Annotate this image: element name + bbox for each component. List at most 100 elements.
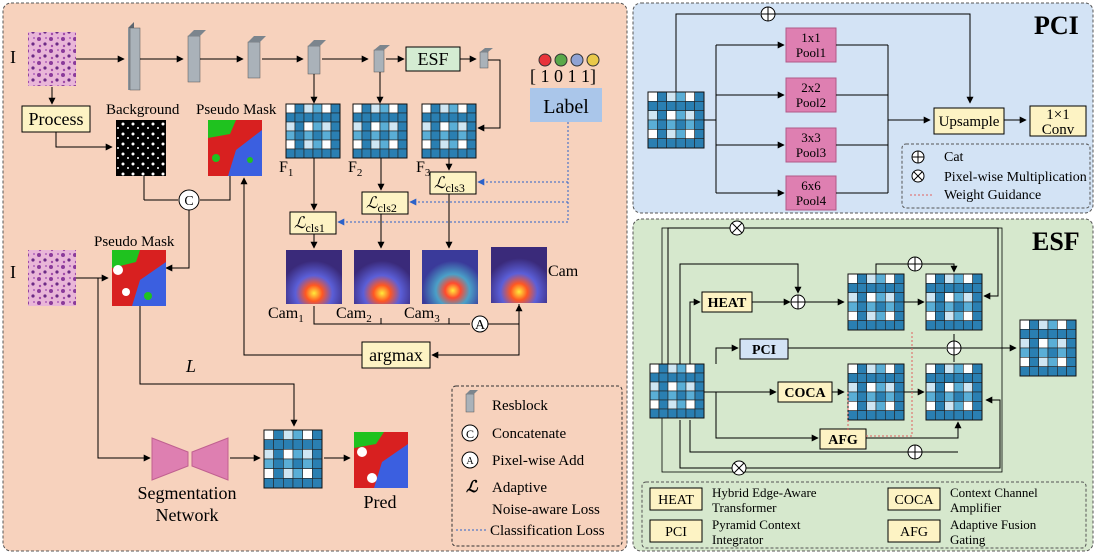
pool-name-1: Pool1 (796, 45, 826, 60)
background-label: Background (106, 102, 180, 118)
argmax-box (361, 341, 431, 369)
esf-legend-box-pci (649, 519, 703, 543)
legend-adaptive: Adaptive (492, 480, 547, 496)
esf-box-label: ESF (417, 49, 448, 69)
esf-input-map (649, 363, 705, 419)
pool-box-2 (785, 77, 837, 113)
upsample-box (933, 107, 1005, 135)
resblock-4 (307, 40, 326, 75)
process-box (21, 105, 91, 133)
cam1-label: Cam1 (268, 305, 304, 325)
esf-pci-label: PCI (752, 343, 776, 358)
lcls2-box (361, 191, 409, 215)
coca-label: COCA (784, 386, 826, 401)
legend-pixel-add: Pixel-wise Add (492, 453, 585, 469)
lcls1-box (289, 211, 337, 235)
esf-legend-abbr-pci: PCI (665, 525, 687, 540)
label-box (530, 88, 602, 122)
esf-coca-output-map (847, 363, 905, 421)
left-legend (451, 385, 623, 547)
pool-size-4: 6x6 (801, 178, 821, 193)
legend-concatenate: Concatenate (492, 426, 566, 442)
esf-coca-fused-map (925, 363, 983, 421)
label-text: Label (543, 96, 589, 118)
pseudo-mask-top (208, 120, 262, 176)
background-mask (116, 120, 166, 176)
pool-name-4: Pool4 (796, 193, 827, 208)
cam3-label: Cam3 (404, 305, 440, 325)
legend-loss-symbol: ℒ (466, 479, 479, 496)
esf-legend-desc-pci-2: Integrator (712, 532, 764, 547)
esf-pci-box (739, 338, 789, 360)
label-vector: [ 1 0 1 1] (530, 66, 596, 86)
pred-image (354, 432, 408, 488)
input-image-2 (28, 250, 76, 306)
input-label-2: I (10, 262, 16, 282)
legend-cat: Cat (944, 150, 964, 165)
cam2-label: Cam2 (336, 305, 372, 325)
esf-legend-abbr-coca: COCA (895, 493, 935, 508)
cam-image (491, 247, 547, 303)
segmentation-label-1: Segmentation (138, 483, 237, 503)
feature-map-f2 (352, 103, 408, 159)
pool-size-3: 3x3 (801, 130, 821, 145)
input-label: I (10, 47, 16, 67)
pseudo-mask-2-label: Pseudo Mask (94, 234, 175, 250)
esf-legend-desc-afg-1: Adaptive Fusion (950, 517, 1037, 532)
esf-legend-desc-heat-1: Hybrid Edge-Aware (712, 485, 817, 500)
svg-text:A: A (475, 318, 486, 333)
esf-title: ESF (1032, 227, 1080, 256)
pseudo-mask-bottom (112, 250, 166, 306)
resblock-5 (373, 45, 390, 73)
legend-noise-loss: Noise-aware Loss (492, 502, 600, 518)
conv-box (1029, 105, 1087, 137)
pool-name-2: Pool2 (796, 95, 826, 110)
esf-legend-desc-heat-2: Transformer (712, 500, 777, 515)
esf-legend-desc-coca-2: Amplifier (950, 500, 1002, 515)
loss-label: L (185, 356, 196, 376)
svg-text:A: A (466, 456, 474, 467)
cam-label: Cam (548, 263, 579, 280)
esf-output-map (1019, 319, 1077, 377)
pool-name-3: Pool3 (796, 145, 826, 160)
upsample-label: Upsample (939, 114, 1000, 130)
cam2-image (354, 250, 410, 304)
lcls3-box (429, 171, 477, 195)
pool-size-1: 1x1 (801, 30, 821, 45)
argmax-label: argmax (369, 345, 423, 365)
svg-text:C: C (466, 427, 474, 441)
process-label: Process (29, 109, 84, 129)
afg-box (819, 428, 867, 450)
pci-input-map (647, 91, 705, 149)
esf-legend-abbr-afg: AFG (900, 525, 928, 540)
conv-label-2: Conv (1042, 122, 1075, 138)
pool-size-2: 2x2 (801, 80, 821, 95)
feature-map-f1 (285, 103, 341, 159)
esf-legend-box-coca (887, 487, 941, 511)
cam3-image (422, 250, 478, 304)
esf-legend-desc-afg-2: Gating (950, 532, 986, 547)
svg-text:C: C (184, 194, 193, 209)
esf-legend-abbr-heat: HEAT (658, 493, 694, 508)
legend-cls-loss: Classification Loss (490, 523, 605, 539)
esf-heat-output-map (847, 273, 905, 331)
resblock-legend-icon (465, 390, 478, 413)
segmentation-label-2: Network (156, 505, 219, 525)
pool-box-3 (785, 127, 837, 163)
resblock-1 (128, 22, 141, 91)
esf-legend-desc-coca-1: Context Channel (950, 485, 1038, 500)
input-image (28, 32, 76, 86)
pci-title: PCI (1034, 11, 1079, 40)
pool-box-1 (785, 27, 837, 63)
pred-label: Pred (364, 492, 397, 512)
esf-legend (641, 481, 1087, 549)
label-dots (538, 53, 600, 67)
esf-heat-fused-map (925, 273, 983, 331)
pool-box-4 (785, 175, 837, 211)
conv-label-1: 1×1 (1046, 107, 1069, 123)
heat-label: HEAT (708, 296, 747, 311)
cam1-image (286, 250, 342, 304)
segmentation-output-map (263, 429, 323, 489)
resblock-3 (247, 36, 266, 79)
legend-pixel-mult: Pixel-wise Multiplication (944, 170, 1087, 185)
